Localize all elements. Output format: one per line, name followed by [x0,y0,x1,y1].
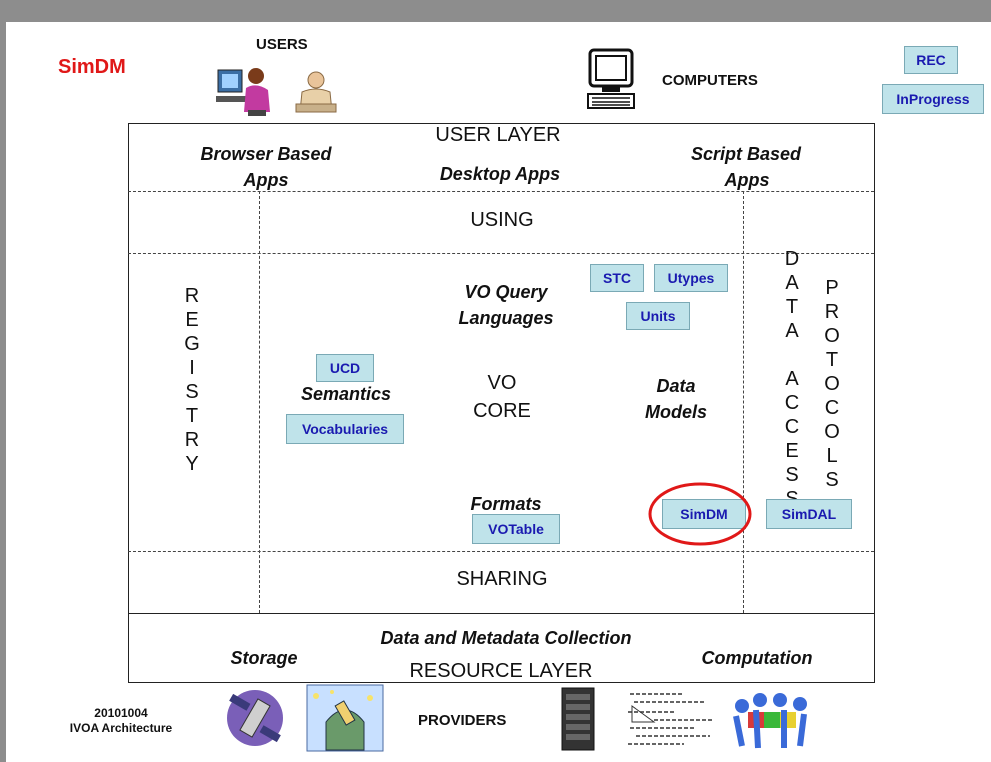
data-models-line2: Models [644,402,707,422]
data-access-letter: A [785,368,799,390]
registry-letter: S [185,381,199,403]
script-apps-line2: Apps [724,170,770,190]
tag-units: Units [626,302,690,330]
data-metadata-collection: Data and Metadata Collection [380,628,632,648]
providers-label: PROVIDERS [418,712,507,729]
data-models-line1: Data [656,376,696,396]
divider-resource [128,613,874,614]
tag-simdal: SimDAL [766,499,852,529]
computers-label: COMPUTERS [662,72,758,89]
slide: SimDM USERS COMPUTERS REC InProgress USE… [6,22,991,762]
sharing-label: SHARING [456,568,548,590]
tag-utypes: Utypes [654,264,728,292]
registry-letter: I [189,357,195,379]
data-access-letter: C [784,392,800,414]
observatory-icon [306,684,384,752]
vo-query-line1: VO Query [464,282,548,302]
equations-icon [624,686,716,752]
resource-layer-title: RESOURCE LAYER [409,660,593,682]
slide-title: SimDM [58,56,126,78]
computer-icon [587,48,635,109]
user-at-computer-icon [216,68,270,116]
architecture-frame [128,123,875,683]
vo-core-line2: CORE [473,400,531,422]
divider-user-layer [128,191,874,192]
desktop-apps: Desktop Apps [439,164,561,184]
legend-inprogress: InProgress [882,84,984,114]
satellite-icon [227,690,283,746]
user-reading-icon [295,71,337,113]
footer-arch: IVOA Architecture [69,721,173,735]
browser-apps-line2: Apps [243,170,289,190]
browser-apps-line1: Browser Based [200,144,332,164]
footer-date: 20101004 [94,706,148,720]
divider-registry [259,191,260,613]
protocols-letter: O [824,421,840,443]
data-access-letter: A [785,320,799,342]
data-access-letter: S [785,464,799,486]
registry-letter: E [185,309,199,331]
server-rack-icon [561,687,595,751]
data-access-letter: D [784,248,800,270]
storage-label: Storage [230,648,298,668]
protocols-letter: S [825,469,839,491]
data-access-label: D A T A ​ A C C E S S [782,247,802,511]
computation-label: Computation [701,648,813,668]
protocols-label: P R O T O C O L S [822,276,842,492]
protocols-letter: O [824,373,840,395]
registry-letter: T [185,405,199,427]
divider-sharing [128,551,874,552]
tag-simdm: SimDM [662,499,746,529]
registry-letter: G [184,333,200,355]
protocols-letter: C [824,397,840,419]
data-access-letter: E [785,440,799,462]
data-access-letter: T [785,296,799,318]
registry-label: R E G I S T R Y [182,284,202,476]
vo-core-line1: VO [487,372,517,394]
tag-vocabularies: Vocabularies [286,414,404,444]
divider-using [128,253,874,254]
users-label: USERS [256,36,308,53]
tag-ucd: UCD [316,354,374,382]
divider-protocols [743,191,744,613]
registry-letter: R [184,429,200,451]
data-access-letter: A [785,272,799,294]
vo-query-line2: Languages [458,308,554,328]
protocols-letter: R [824,301,840,323]
protocols-letter: O [824,325,840,347]
protocols-letter: L [826,445,838,467]
registry-letter: R [184,285,200,307]
user-layer-title: USER LAYER [435,124,561,146]
tag-votable: VOTable [472,514,560,544]
protocols-letter: T [825,349,839,371]
highlight-circle-icon [648,482,752,546]
data-access-letter: ​ [782,343,802,367]
team-puzzle-icon [733,693,807,749]
tag-stc: STC [590,264,644,292]
protocols-letter: P [825,277,839,299]
registry-letter: Y [185,453,199,475]
legend-rec: REC [904,46,958,74]
using-label: USING [470,209,534,231]
script-apps-line1: Script Based [690,144,802,164]
semantics-label: Semantics [300,384,392,404]
formats-label: Formats [470,494,542,514]
data-access-letter: C [784,416,800,438]
